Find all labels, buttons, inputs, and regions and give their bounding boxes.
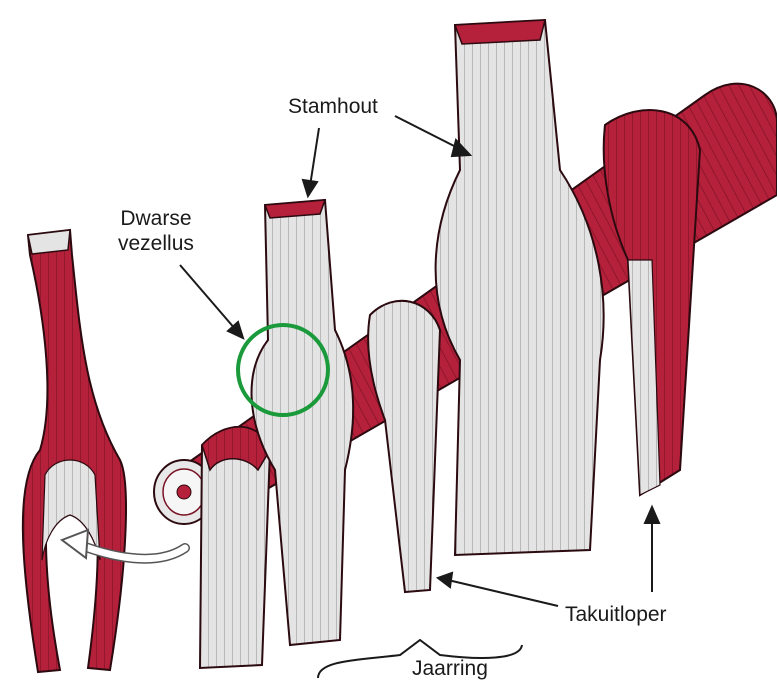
label-dwarse-line2: vezellus — [118, 231, 194, 256]
growth-layer-4 — [436, 20, 604, 555]
isolated-split-layer — [23, 230, 126, 672]
growth-layer-stamhout — [252, 200, 354, 645]
label-dwarse-vezellus: Dwarse vezellus — [118, 206, 194, 256]
label-stamhout: Stamhout — [288, 94, 378, 119]
label-jaarring: Jaarring — [412, 656, 488, 681]
growth-layer-3 — [368, 301, 440, 592]
label-takuitloper: Takuitloper — [565, 602, 667, 627]
label-dwarse-line1: Dwarse — [118, 206, 194, 231]
